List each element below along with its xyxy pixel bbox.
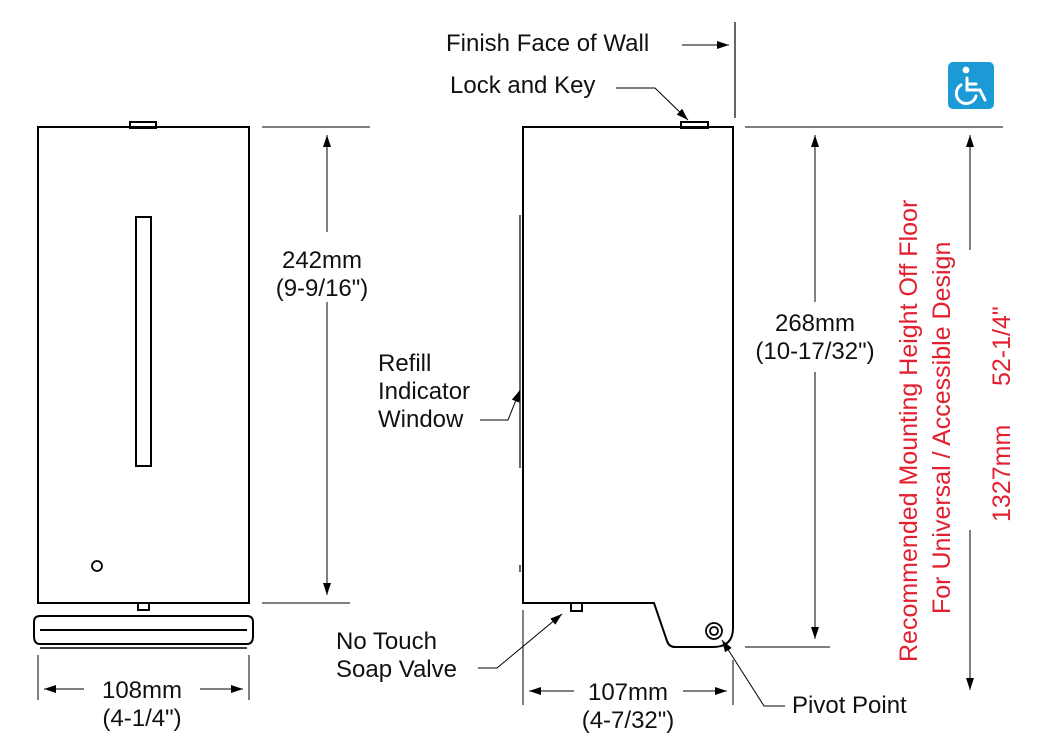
front-width-in: (4-1/4"): [102, 705, 182, 732]
side-height-in: (10-17/32"): [755, 338, 875, 365]
side-height-label: 268mm (10-17/32"): [735, 310, 895, 366]
wheelchair-icon: [954, 66, 987, 105]
refill-indicator-label: Refill Indicator Window: [378, 350, 470, 434]
side-width-in: (4-7/32"): [581, 707, 675, 734]
no-touch-line-2: Soap Valve: [336, 656, 457, 683]
lock-key-label: Lock and Key: [450, 72, 596, 99]
pivot-outer: [705, 622, 723, 640]
refill-leader: [480, 389, 521, 421]
front-height-in: (9-9/16"): [275, 275, 369, 302]
pivot-leader: [721, 639, 785, 707]
mounting-line-2: For Universal / Accessible Design: [928, 241, 956, 614]
lock-key-leader: [616, 87, 689, 121]
no-touch-leader: [478, 613, 563, 669]
front-view: [33, 121, 254, 649]
mounting-line-1: Recommended Mounting Height Off Floor: [895, 199, 923, 662]
front-valve-tab: [137, 602, 150, 611]
side-body: [522, 126, 734, 648]
mounting-metric: 1327mm: [988, 424, 1016, 522]
front-height-label: 242mm (9-9/16"): [262, 247, 382, 303]
front-width-mm: 108mm: [101, 677, 183, 704]
front-height-dimension: [262, 126, 370, 604]
side-valve-tab: [570, 602, 583, 612]
front-drip-tray: [33, 602, 254, 645]
pivot-point-label: Pivot Point: [792, 692, 907, 719]
refill-line-2: Indicator: [378, 378, 471, 405]
leaders: [478, 41, 785, 707]
finish-face-label: Finish Face of Wall: [446, 30, 650, 57]
refill-line-1: Refill: [378, 350, 432, 377]
side-view: [519, 121, 734, 648]
no-touch-valve-label: No Touch Soap Valve: [336, 628, 457, 684]
front-refill-window: [135, 216, 152, 467]
mounting-imperial: 52-1/4": [988, 306, 1016, 386]
refill-line-3: Window: [378, 406, 464, 433]
side-height-mm: 268mm: [774, 310, 856, 337]
side-width-mm: 107mm: [587, 679, 669, 706]
side-width-label: 107mm (4-7/32"): [568, 679, 688, 735]
no-touch-line-1: No Touch: [336, 628, 437, 655]
side-width-dimension: [522, 610, 734, 705]
front-body: [37, 126, 250, 604]
front-width-label: 108mm (4-1/4"): [84, 677, 200, 733]
accessibility-badge: [948, 62, 994, 109]
front-width-dimension: [37, 655, 250, 700]
side-height-dimension: [745, 126, 1003, 648]
front-sensor: [91, 560, 103, 572]
pivot-inner: [709, 626, 719, 636]
front-height-mm: 242mm: [281, 247, 363, 274]
